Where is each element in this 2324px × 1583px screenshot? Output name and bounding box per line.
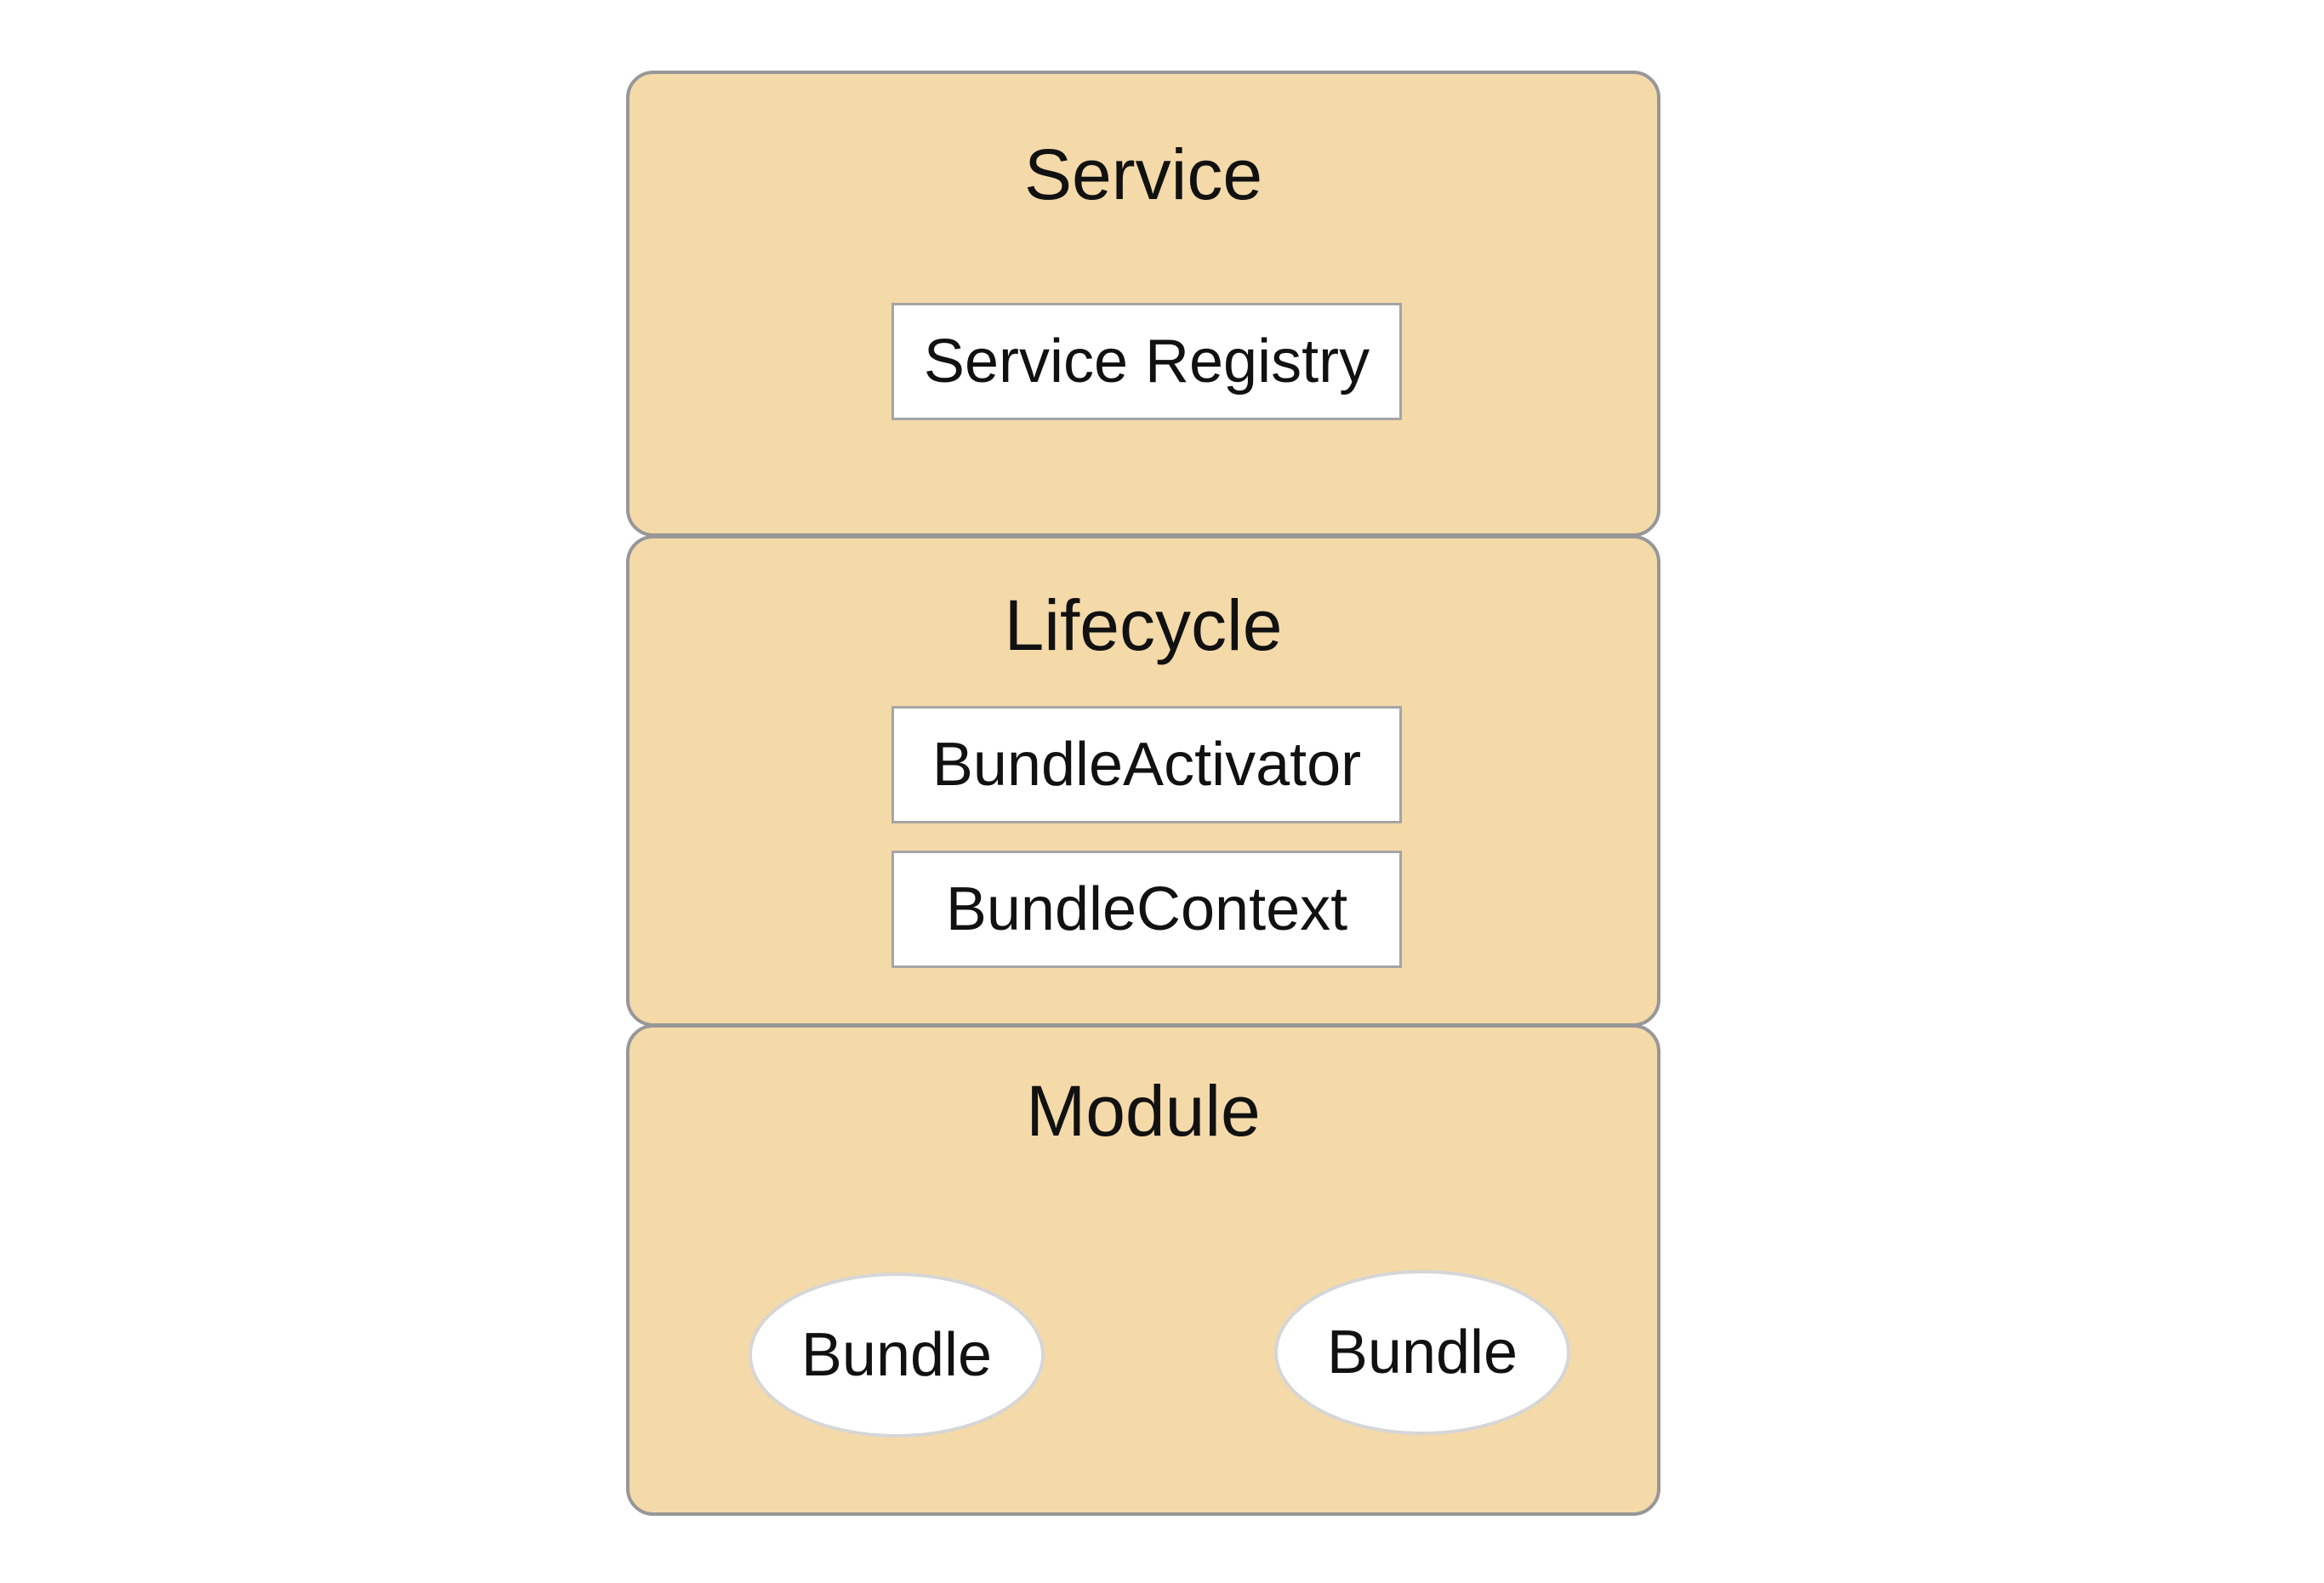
service-registry-box: Service Registry: [891, 303, 1402, 420]
service-layer-title: Service: [1023, 134, 1263, 214]
service-layer: Service Service Registry: [626, 71, 1660, 537]
lifecycle-layer: Lifecycle BundleActivator BundleContext: [626, 535, 1660, 1027]
lifecycle-layer-title: Lifecycle: [1004, 585, 1283, 665]
module-layer: Module Bundle Bundle: [626, 1024, 1660, 1516]
bundle-context-box: BundleContext: [891, 851, 1402, 968]
module-layer-title: Module: [1026, 1071, 1261, 1151]
bundle-ellipse-right: Bundle: [1274, 1270, 1570, 1435]
bundle-activator-box: BundleActivator: [891, 706, 1402, 823]
bundle-ellipse-left: Bundle: [749, 1273, 1045, 1438]
